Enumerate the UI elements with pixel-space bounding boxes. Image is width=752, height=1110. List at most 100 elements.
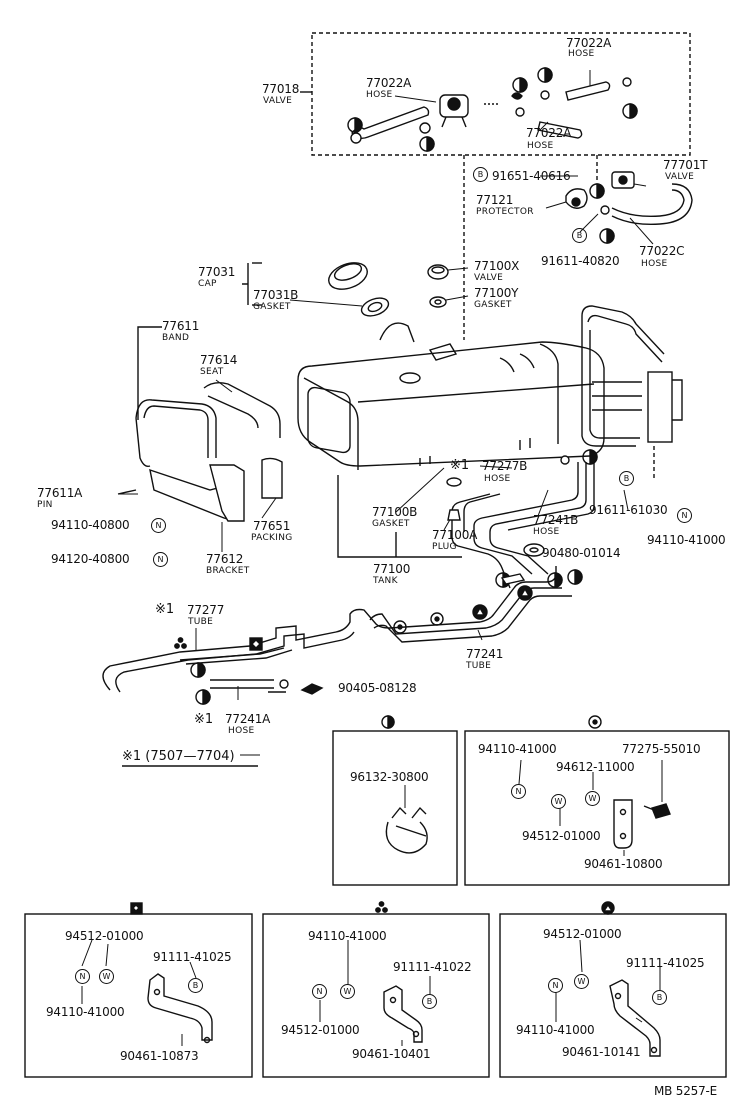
detail-box-diamond — [24, 913, 253, 1078]
label-valve: VALVE — [263, 96, 293, 106]
b-marker: B — [619, 471, 634, 486]
label-94110-41000: 94110-41000 — [46, 1005, 125, 1019]
label-hose: HOSE — [527, 141, 554, 151]
label-77100b: 77100B — [372, 505, 418, 519]
bracket-90461-10800 — [518, 759, 671, 856]
evaporative-valve-assembly — [350, 77, 632, 144]
label-94110-40800: 94110-40800 — [51, 518, 130, 532]
label-90461-10873: 90461-10873 — [120, 1049, 199, 1063]
label-90461-10800: 90461-10800 — [584, 857, 663, 871]
label-94110-41000: 94110-41000 — [478, 742, 557, 756]
n-marker: N — [677, 508, 692, 523]
label-hose: HOSE — [228, 726, 255, 736]
b-marker: B — [188, 978, 203, 993]
label-77022a-left: 77022A — [366, 76, 412, 90]
label-91111-41022: 91111-41022 — [393, 960, 472, 974]
label-94512-01000: 94512-01000 — [281, 1023, 360, 1037]
label-hose: HOSE — [568, 49, 595, 59]
label-gasket: GASKET — [474, 300, 512, 310]
label-77022c: 77022C — [639, 244, 685, 258]
label-plug: PLUG — [432, 542, 457, 552]
label-90480-01014: 90480-01014 — [542, 546, 621, 560]
tank-fuel-hoses — [451, 462, 595, 589]
label-96132-30800: 96132-30800 — [350, 770, 429, 784]
w-marker: W — [99, 969, 114, 984]
label-94512-01000: 94512-01000 — [543, 927, 622, 941]
detail-box-dots — [262, 913, 490, 1078]
label-77614: 77614 — [200, 353, 238, 367]
label-cap: CAP — [198, 279, 217, 289]
label-tube: TUBE — [188, 617, 214, 627]
n-marker: N — [548, 978, 563, 993]
fuel-tubes-77277-77241 — [102, 566, 572, 695]
bracket-90461-10401 — [319, 940, 431, 1046]
valve-group-dashed-box — [311, 32, 691, 156]
label-bracket: BRACKET — [206, 566, 250, 576]
label-77100: 77100 — [373, 562, 411, 576]
label-77100a: 77100A — [432, 528, 478, 542]
w-marker: W — [585, 791, 600, 806]
w-marker: W — [340, 984, 355, 999]
label-77241a: 77241A — [225, 712, 271, 726]
label-90405-08128: 90405-08128 — [338, 681, 417, 695]
label-valve: VALVE — [474, 273, 504, 283]
fuel-tank-body — [297, 322, 605, 470]
label-94110-41000: 94110-41000 — [516, 1023, 595, 1037]
label-77022a-bottom: 77022A — [526, 126, 572, 140]
label-77241: 77241 — [466, 647, 504, 661]
label-91651-40616: 91651-40616 — [492, 169, 571, 183]
label-77031: 77031 — [198, 265, 236, 279]
label-tube: TUBE — [466, 661, 492, 671]
label-77121: 77121 — [476, 193, 514, 207]
label-band: BAND — [162, 333, 190, 343]
label-77275-55010: 77275-55010 — [622, 742, 701, 756]
tank-band-and-bracket-right — [581, 305, 683, 447]
n-marker: N — [153, 552, 168, 567]
fuel-cap-and-gasket — [328, 262, 449, 317]
label-gasket: GASKET — [372, 519, 410, 529]
valve-77701t-with-hose — [565, 171, 693, 226]
label-hose: HOSE — [641, 259, 668, 269]
label-94110-41000: 94110-41000 — [647, 533, 726, 547]
small-hardware — [446, 455, 570, 585]
label-91611-40820: 91611-40820 — [541, 254, 620, 268]
label-gasket: GASKET — [253, 302, 291, 312]
b-marker: B — [422, 994, 437, 1009]
label-94512-01000: 94512-01000 — [522, 829, 601, 843]
b-marker: B — [652, 990, 667, 1005]
b-marker: B — [572, 228, 587, 243]
label-91611-61030: 91611-61030 — [589, 503, 668, 517]
label-94512-01000: 94512-01000 — [65, 929, 144, 943]
tank-band-and-bracket-left — [117, 381, 283, 522]
label-90461-10401: 90461-10401 — [352, 1047, 431, 1061]
bracket-90461-10141 — [555, 939, 661, 1057]
b-marker: B — [473, 167, 488, 182]
label-77031b: 77031B — [253, 288, 299, 302]
w-marker: W — [551, 794, 566, 809]
label-77651: 77651 — [253, 519, 291, 533]
detail-box-triangle — [499, 913, 727, 1078]
label-77611a: 77611A — [37, 486, 83, 500]
label-94612-11000: 94612-11000 — [556, 760, 635, 774]
label-tank: TANK — [373, 576, 398, 586]
n-marker: N — [312, 984, 327, 999]
label-77701t: 77701T — [663, 158, 708, 172]
label-serial-note: ※1 (7507—7704) — [122, 749, 235, 764]
label-77611: 77611 — [162, 319, 200, 333]
n-marker: N — [75, 969, 90, 984]
label-hose: HOSE — [484, 474, 511, 484]
label-90461-10141: 90461-10141 — [562, 1045, 641, 1059]
label-91111-41025: 91111-41025 — [626, 956, 705, 970]
label-77022a-top: 77022A — [566, 36, 612, 50]
bracket-90461-10873 — [81, 939, 213, 1046]
label-77277: 77277 — [187, 603, 225, 617]
label-pin: PIN — [37, 500, 53, 510]
label-valve: VALVE — [665, 172, 695, 182]
label-hose: HOSE — [366, 90, 393, 100]
label-hose: HOSE — [533, 527, 560, 537]
label-94120-40800: 94120-40800 — [51, 552, 130, 566]
label-77100x: 77100X — [474, 259, 520, 273]
label-protector: PROTECTOR — [476, 207, 534, 217]
label-star1: ※1 — [450, 458, 470, 473]
